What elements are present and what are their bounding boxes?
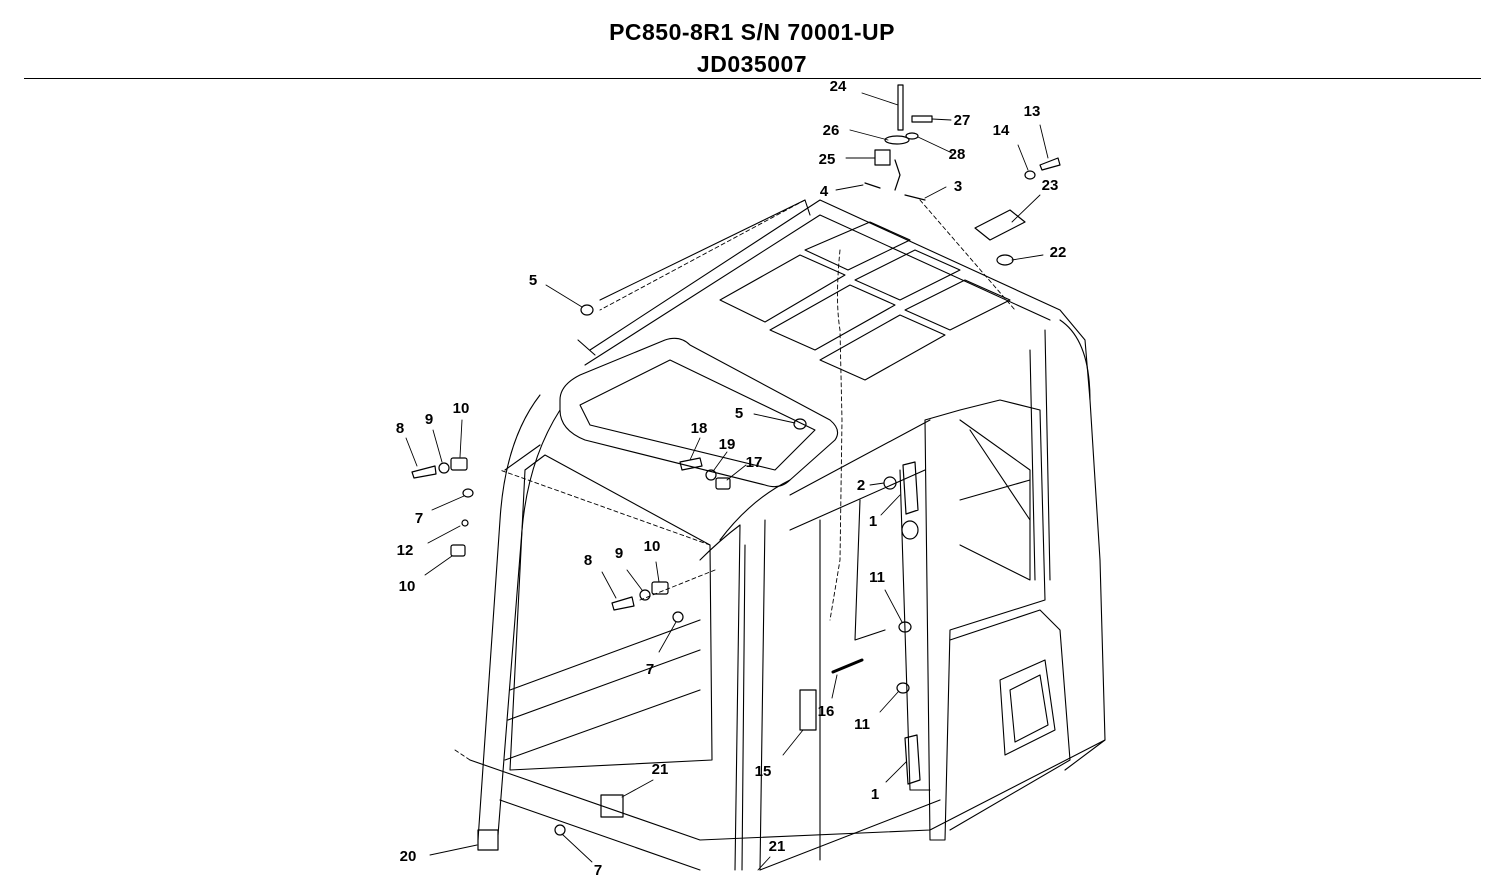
callout-label-18: 18	[691, 420, 708, 437]
screw-4	[864, 182, 881, 189]
callout-label-1: 1	[869, 513, 877, 530]
bracket-20	[477, 829, 499, 851]
roof-inner-edge	[584, 214, 1051, 366]
callout-label-17: 17	[746, 454, 763, 471]
skylight-frame	[559, 337, 839, 488]
strip-15	[799, 689, 817, 731]
callout-label-12: 12	[397, 542, 414, 559]
callout-label-22: 22	[1050, 244, 1067, 261]
front-left-pillar-outer	[477, 394, 541, 841]
plug-2	[883, 476, 897, 490]
striker-1a	[902, 461, 919, 515]
callout-label-9: 9	[425, 411, 433, 428]
callout-label-13: 13	[1024, 103, 1041, 120]
callout-label-19: 19	[719, 436, 736, 453]
roof-panels	[719, 221, 1011, 381]
windshield	[509, 454, 713, 771]
plug-11b	[896, 682, 910, 694]
callout-label-10: 10	[644, 538, 661, 555]
washer-9a	[438, 462, 450, 474]
roof-front-lip	[599, 199, 811, 301]
bolt-13	[1039, 157, 1061, 171]
plug-5b	[793, 418, 807, 430]
callout-label-20: 20	[400, 848, 417, 865]
callout-label-10: 10	[399, 578, 416, 595]
callout-label-7: 7	[646, 661, 654, 678]
drawing-number: JD035007	[696, 51, 808, 77]
grommet	[901, 520, 919, 540]
plug-12	[461, 519, 469, 527]
nut-10c	[651, 581, 669, 595]
front-right-pillar-top	[719, 479, 791, 541]
plug-5a	[580, 304, 594, 316]
model-title: PC850-8R1 S/N 70001-UP	[609, 19, 895, 45]
callout-label-11: 11	[869, 569, 885, 586]
block-21	[600, 794, 624, 818]
callout-label-21: 21	[652, 761, 669, 778]
callout-label-7: 7	[415, 510, 423, 527]
washer-9b	[639, 589, 651, 601]
door-panel	[999, 659, 1056, 756]
callout-label-15: 15	[755, 763, 772, 780]
washer-28	[905, 132, 919, 140]
plug-7c	[554, 824, 566, 836]
callout-label-10: 10	[453, 400, 470, 417]
callout-label-24: 24	[830, 78, 847, 95]
callout-label-25: 25	[819, 151, 836, 168]
washer-19	[705, 469, 717, 481]
callout-label-1: 1	[871, 786, 879, 803]
callout-label-28: 28	[949, 146, 966, 163]
callout-label-2: 2	[857, 477, 865, 494]
callout-label-4: 4	[820, 183, 829, 200]
callout-label-9: 9	[615, 545, 623, 562]
callout-label-27: 27	[954, 112, 971, 129]
washer-26	[884, 135, 910, 145]
clip-22	[996, 254, 1014, 266]
callout-label-14: 14	[993, 122, 1010, 139]
nut-10a	[450, 457, 468, 471]
leader-lines	[405, 92, 1049, 871]
callout-label-5: 5	[529, 272, 537, 289]
callout-label-3: 3	[954, 178, 962, 195]
bolt-8a	[411, 465, 437, 479]
striker-1b	[904, 734, 921, 785]
callout-label-8: 8	[396, 420, 404, 437]
bolt-24	[897, 84, 904, 131]
bracket-25	[874, 149, 891, 166]
rear-right-pillar	[1059, 319, 1106, 771]
washer-14	[1024, 170, 1036, 180]
callout-label-8: 8	[584, 552, 592, 569]
header-rule	[24, 78, 1481, 79]
callout-label-5: 5	[735, 405, 743, 422]
callout-label-26: 26	[823, 122, 840, 139]
plug-11a	[898, 621, 912, 633]
floor-edge	[469, 739, 1106, 841]
door-frame	[924, 399, 1046, 841]
nut-10b	[450, 544, 466, 557]
skylight-glass	[579, 359, 816, 471]
rod-16	[831, 658, 864, 674]
callout-label-16: 16	[818, 703, 835, 720]
bolt-18	[679, 457, 703, 471]
cab-frame-art	[405, 84, 1106, 871]
bolt-27	[911, 115, 933, 123]
bolt-8b	[611, 596, 635, 611]
roof-outline	[589, 199, 1091, 401]
callout-label-7: 7	[594, 862, 602, 875]
callout-label-23: 23	[1042, 177, 1059, 194]
callout-label-21: 21	[769, 838, 786, 855]
plate-23	[974, 209, 1026, 241]
plug-7a	[462, 488, 474, 498]
callout-label-11: 11	[854, 716, 870, 733]
nut-17	[715, 477, 731, 490]
plug-7b	[672, 611, 684, 623]
screw-3	[904, 194, 926, 201]
reference-lines	[454, 199, 1016, 761]
